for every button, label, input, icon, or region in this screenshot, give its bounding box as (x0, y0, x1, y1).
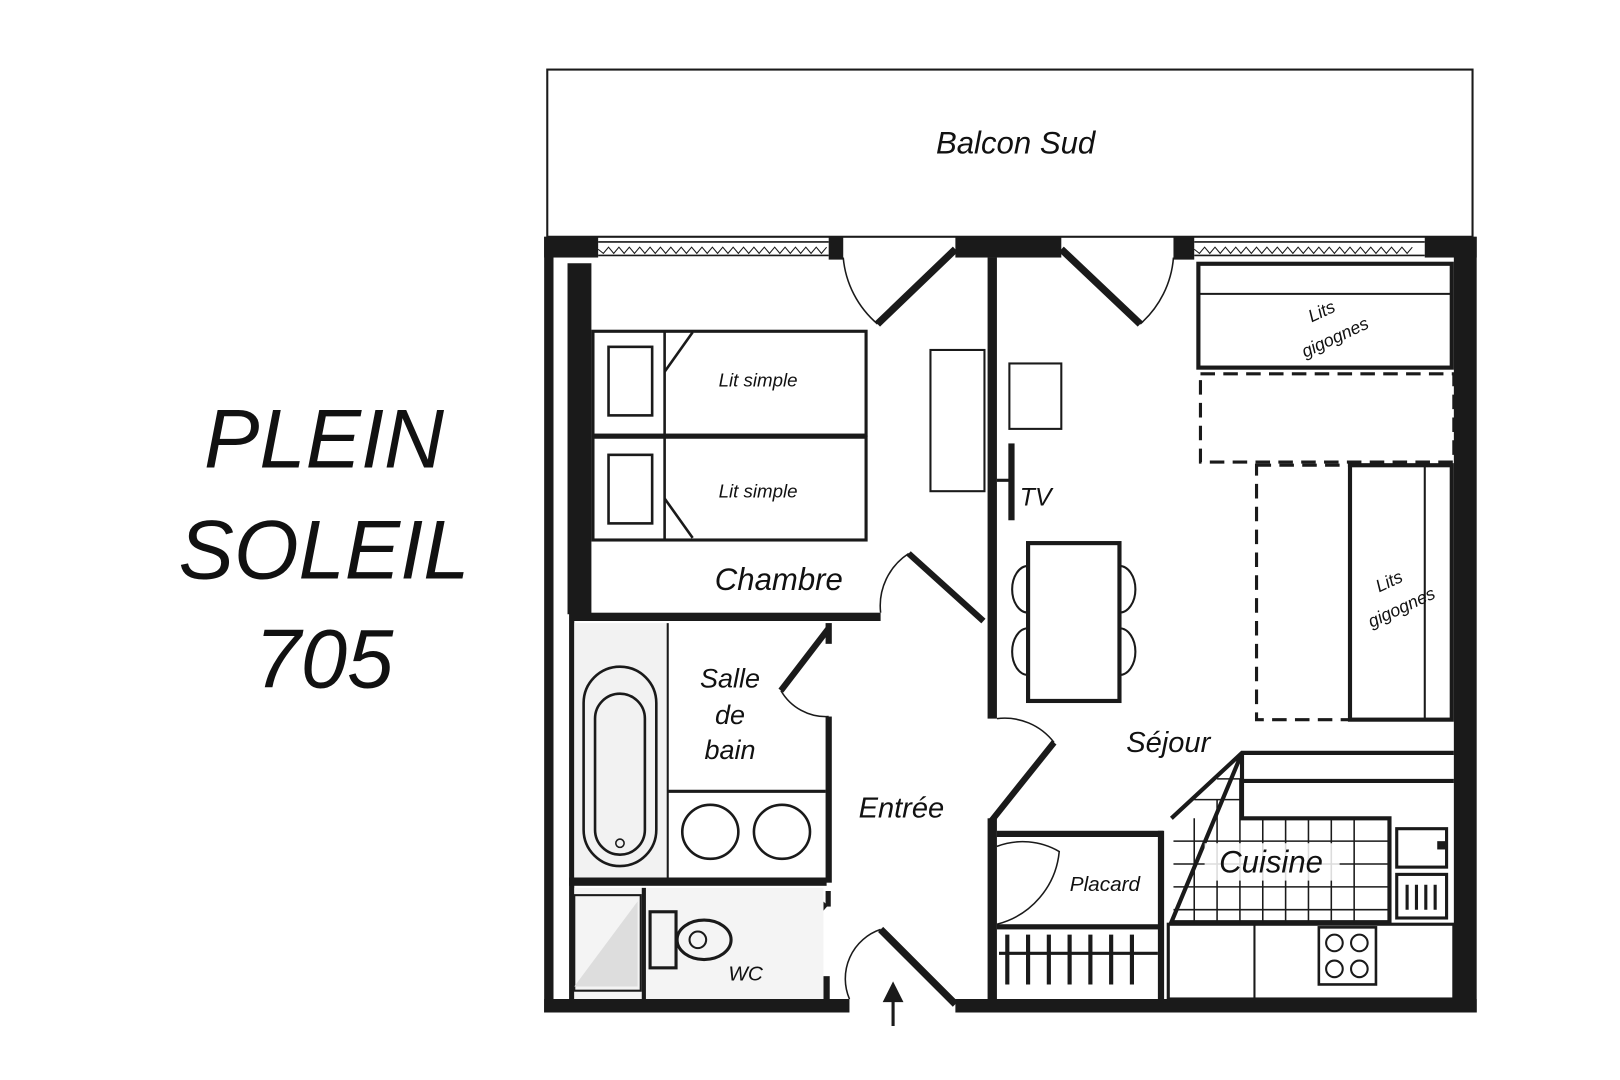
kitchen-label: Cuisine (1219, 844, 1323, 879)
wc-label: WC (728, 962, 764, 985)
bathroom-label-2: de (715, 700, 745, 730)
bedroom-desk (929, 348, 986, 493)
door-closet[interactable] (996, 840, 1061, 925)
balcony-label: Balcon Sud (936, 126, 1097, 161)
closet: Placard (999, 873, 1158, 985)
bunk-bed-right: Lits gigognes (1254, 463, 1454, 722)
window-bedroom (597, 241, 829, 257)
kitchen: Cuisine (1166, 750, 1456, 1001)
bunk-bed-top: Lits gigognes (1196, 261, 1456, 464)
window-living (1193, 241, 1425, 257)
balcony-door-bedroom[interactable] (842, 246, 958, 327)
bed-1-label: Lit simple (719, 369, 798, 390)
bunk-1-label-1: Lits (1305, 296, 1338, 326)
double-sink (667, 789, 826, 861)
closet-label: Placard (1070, 873, 1142, 896)
wc-room: WC (573, 887, 824, 1000)
living-cabinet (1008, 362, 1063, 430)
entry-label: Entrée (859, 792, 945, 824)
title-line-1: PLEIN (204, 392, 445, 485)
door-living[interactable] (989, 717, 1057, 823)
balcony-door-living[interactable] (1058, 246, 1175, 327)
bed-2-label: Lit simple (719, 480, 798, 501)
bedroom-label: Chambre (715, 562, 843, 597)
bunk-2-label-1: Lits (1372, 566, 1405, 596)
dining-table (1011, 541, 1137, 704)
bathroom-label-3: bain (705, 735, 756, 765)
title-line-2: SOLEIL (179, 503, 470, 596)
bed-2: Lit simple (591, 435, 868, 542)
door-bathroom[interactable] (778, 626, 832, 718)
interior-walls (567, 257, 1165, 1006)
tv: TV (996, 443, 1054, 521)
bathtub (574, 623, 669, 878)
bunk-1-label-2: gigognes (1298, 313, 1372, 361)
front-door[interactable] (844, 926, 958, 1007)
outer-walls (544, 236, 1477, 1013)
plan-title: PLEIN SOLEIL 705 (179, 392, 470, 705)
living-label: Séjour (1126, 727, 1211, 759)
entry-arrow-icon (882, 981, 904, 1026)
tv-label: TV (1020, 484, 1054, 512)
door-bedroom[interactable] (879, 551, 986, 624)
title-line-3: 705 (255, 612, 394, 705)
bed-1: Lit simple (591, 329, 868, 437)
bathroom-label-1: Salle (700, 663, 760, 693)
bunk-2-label-2: gigognes (1365, 583, 1439, 631)
